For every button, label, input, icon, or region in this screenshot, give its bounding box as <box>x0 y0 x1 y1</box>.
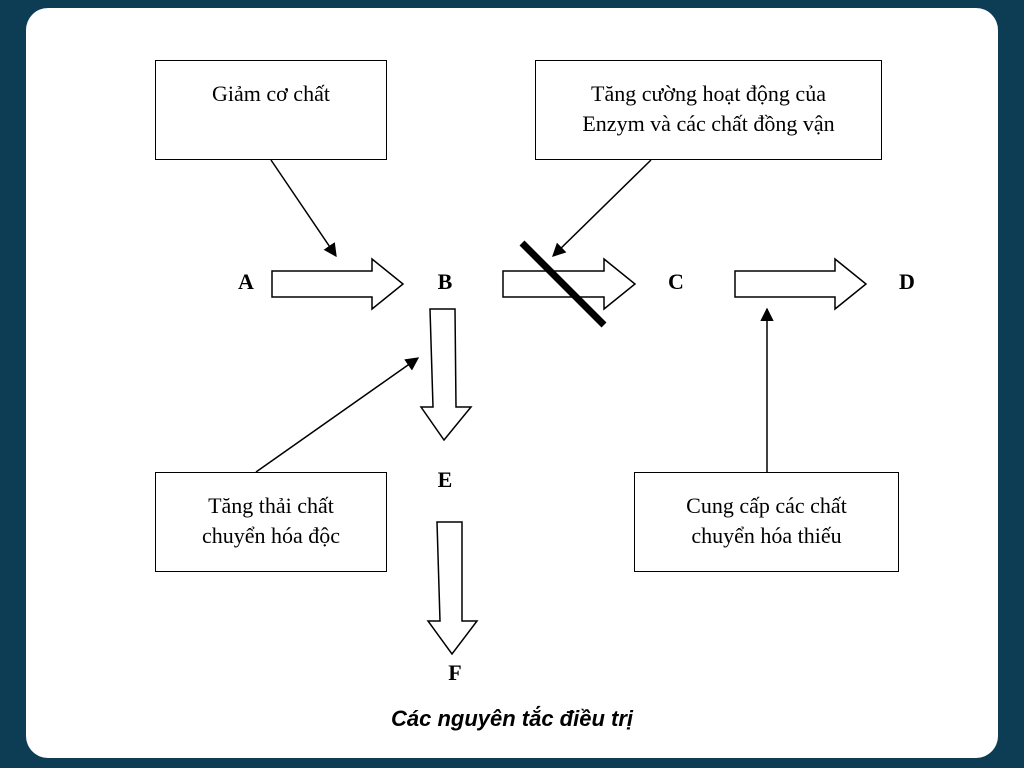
box-reduce-substrate: Giảm cơ chất <box>155 60 387 160</box>
block-arrow-b-to-e <box>419 308 473 442</box>
node-f: F <box>448 660 462 685</box>
box-supply-line2: chuyển hóa thiếu <box>691 523 842 548</box>
node-e: E <box>437 467 453 492</box>
block-bar <box>519 240 607 328</box>
block-arrow-a-to-b <box>271 257 405 311</box>
box-enzyme-enhance: Tăng cường hoạt động của Enzym và các ch… <box>535 60 882 160</box>
box-reduce-substrate-text: Giảm cơ chất <box>212 81 330 106</box>
box-excrete-line1: Tăng thải chất <box>208 493 334 518</box>
box-supply-missing: Cung cấp các chất chuyển hóa thiếu <box>634 472 899 572</box>
node-d: D <box>899 269 915 294</box>
box-excrete-line2: chuyển hóa độc <box>201 523 341 548</box>
block-arrow-e-to-f <box>426 521 479 656</box>
pointer-excrete <box>255 357 420 473</box>
node-c: C <box>668 269 684 294</box>
box-enzyme-line1: Tăng cường hoạt động của <box>591 81 826 106</box>
box-enzyme-line2: Enzym và các chất đồng vận <box>582 111 835 136</box>
node-b: B <box>437 269 453 294</box>
box-supply-line1: Cung cấp các chất <box>686 493 847 518</box>
pointer-enzyme <box>552 159 652 257</box>
block-arrow-b-to-c <box>502 257 637 311</box>
node-a: A <box>238 269 254 294</box>
box-excrete-toxic: Tăng thải chất chuyển hóa độc <box>155 472 387 572</box>
caption: Các nguyên tắc điều trị <box>390 706 634 731</box>
pointer-reduce-substrate <box>270 159 337 258</box>
block-arrow-c-to-d <box>734 257 868 311</box>
